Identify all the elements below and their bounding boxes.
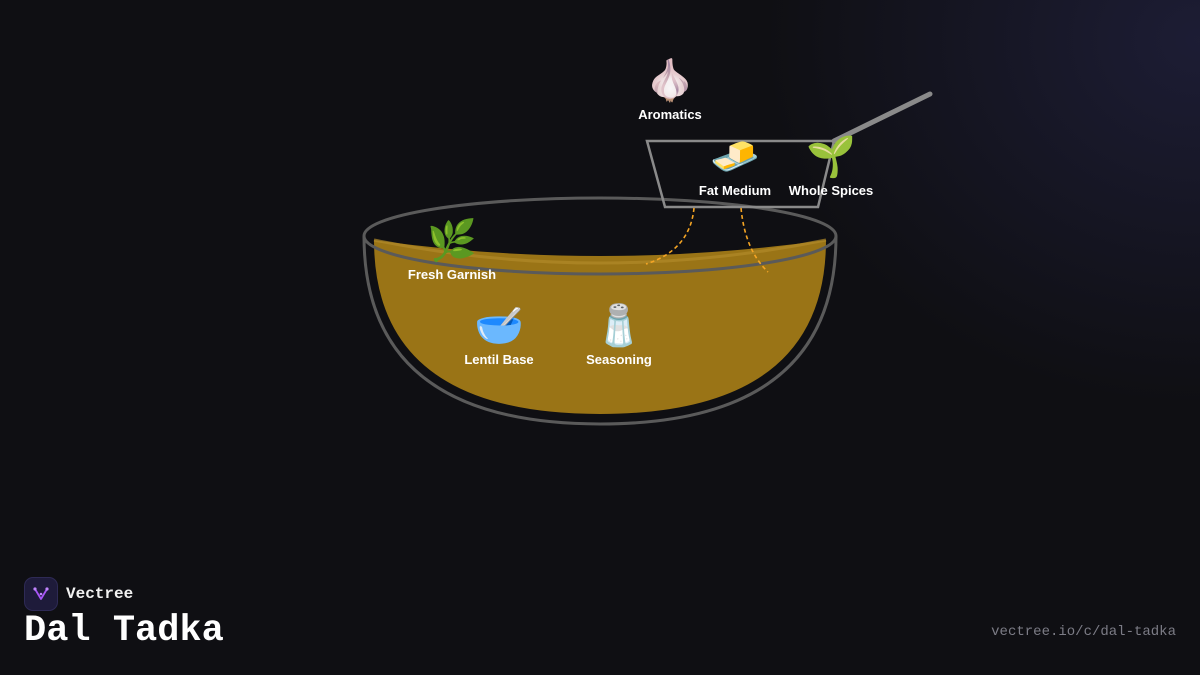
- bowl-icon: 🥣: [474, 304, 524, 348]
- salt-shaker-icon: 🧂: [594, 304, 644, 348]
- node-label: Fresh Garnish: [407, 267, 497, 282]
- node-whole-spices: 🌱 Whole Spices: [766, 133, 896, 198]
- node-label: Whole Spices: [788, 183, 874, 198]
- brand-name: Vectree: [66, 585, 134, 603]
- tadka-pan: [645, 139, 836, 209]
- brand: Vectree: [24, 577, 133, 611]
- bowl-body: [362, 235, 838, 426]
- page-url[interactable]: vectree.io/c/dal-tadka: [991, 624, 1176, 640]
- broth-surface: [373, 238, 827, 265]
- node-label: Aromatics: [638, 107, 702, 122]
- herb-icon: 🌿: [427, 219, 477, 263]
- node-aromatics: 🧄 Aromatics: [605, 57, 735, 122]
- pour-connector-left: [645, 207, 695, 265]
- vectree-logo-icon: [24, 577, 58, 611]
- node-label: Seasoning: [586, 352, 652, 367]
- node-fresh-garnish: 🌿 Fresh Garnish: [387, 217, 517, 282]
- pour-connector-right: [740, 207, 769, 273]
- bowl-broth: [374, 240, 826, 414]
- node-fat-medium: 🧈 Fat Medium: [670, 133, 800, 198]
- page-title: Dal Tadka: [24, 610, 224, 652]
- node-label: Lentil Base: [464, 352, 534, 367]
- node-lentil-base: 🥣 Lentil Base: [434, 302, 564, 367]
- garlic-icon: 🧄: [645, 59, 695, 103]
- butter-icon: 🧈: [710, 135, 760, 179]
- seedling-icon: 🌱: [806, 135, 856, 179]
- node-label: Fat Medium: [698, 183, 772, 198]
- pan-handle: [831, 91, 933, 144]
- node-seasoning: 🧂 Seasoning: [554, 302, 684, 367]
